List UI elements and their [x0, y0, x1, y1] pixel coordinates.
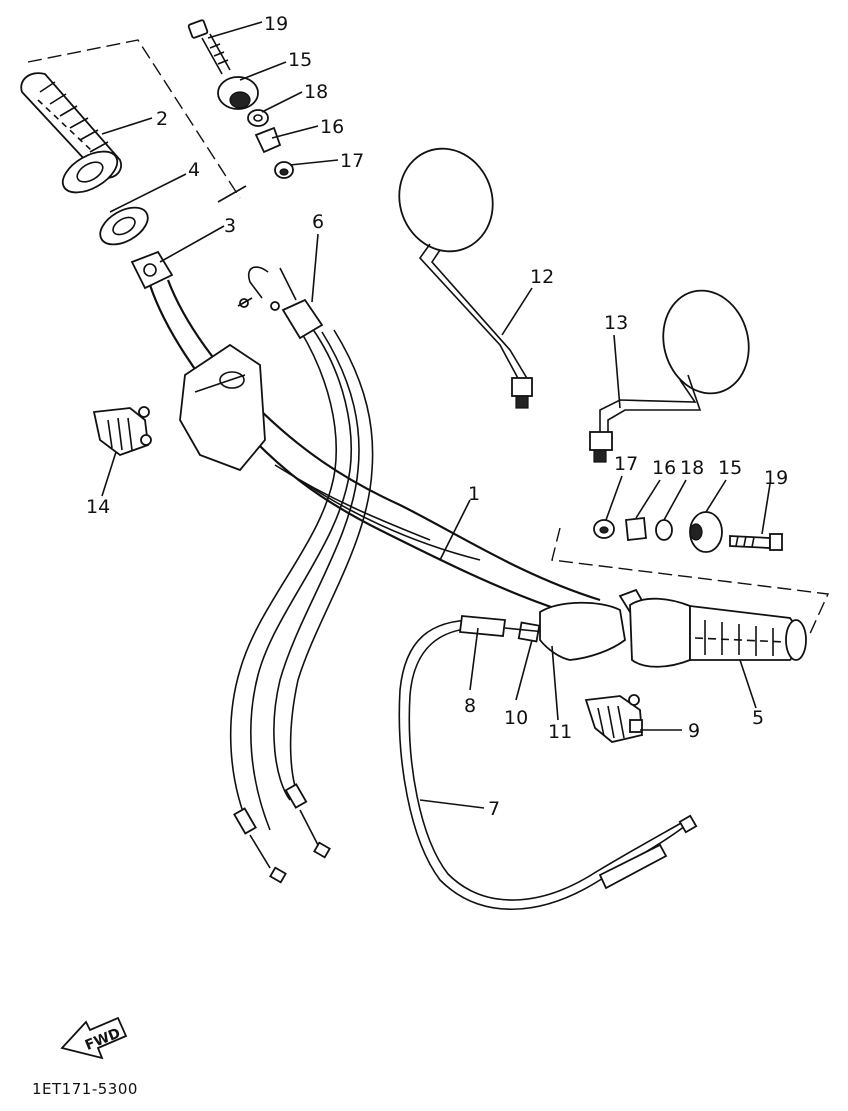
label-part-12: 12 — [530, 266, 554, 288]
handlebar — [148, 279, 601, 612]
bracket-left — [27, 39, 247, 203]
right-end-parts — [593, 511, 783, 553]
right-grip-assembly — [539, 588, 807, 668]
label-part-16-right: 16 — [652, 457, 676, 479]
nut-17-top — [274, 161, 294, 179]
label-part-1: 1 — [468, 483, 480, 505]
label-part-5: 5 — [752, 707, 764, 729]
label-part-13: 13 — [604, 312, 628, 334]
collar-16-top — [254, 126, 282, 154]
label-part-3: 3 — [224, 215, 236, 237]
mirror-12 — [398, 147, 533, 409]
label-part-11: 11 — [548, 721, 572, 743]
label-part-19-right: 19 — [764, 467, 788, 489]
label-part-2: 2 — [156, 108, 168, 130]
label-part-15-top: 15 — [288, 49, 312, 71]
label-part-4: 4 — [188, 159, 200, 181]
drawing-code: 1ET171-5300 — [32, 1080, 138, 1098]
collar-4 — [99, 206, 149, 246]
label-part-16-top: 16 — [320, 116, 344, 138]
label-part-15-right: 15 — [718, 457, 742, 479]
label-part-17-right: 17 — [614, 453, 638, 475]
label-part-6: 6 — [312, 211, 324, 233]
label-part-8: 8 — [464, 695, 476, 717]
label-part-10: 10 — [504, 707, 528, 729]
label-part-17-top: 17 — [340, 150, 364, 172]
label-part-19-top: 19 — [264, 13, 288, 35]
label-part-18-right: 18 — [680, 457, 704, 479]
weight-15-top — [217, 76, 259, 110]
mirror-13 — [589, 289, 750, 463]
switch-part-14 — [92, 406, 152, 457]
switch-part-9 — [584, 694, 643, 743]
label-part-7: 7 — [488, 798, 500, 820]
throttle-cables — [229, 266, 374, 884]
callout-labels: 2 4 3 19 15 18 16 17 6 12 13 17 16 18 15… — [86, 13, 788, 820]
label-part-9: 9 — [688, 720, 700, 742]
label-part-18-top: 18 — [304, 81, 328, 103]
bracket-right — [551, 527, 830, 639]
bolt-19-top — [187, 19, 231, 75]
holder-3 — [130, 250, 174, 290]
leader-lines — [101, 21, 771, 809]
nut-18-top — [247, 109, 269, 127]
left-grip — [20, 72, 122, 194]
clutch-cable — [398, 615, 698, 911]
left-switch-housing — [179, 343, 266, 472]
label-part-14: 14 — [86, 496, 110, 518]
fwd-arrow: FWD — [60, 1016, 128, 1060]
